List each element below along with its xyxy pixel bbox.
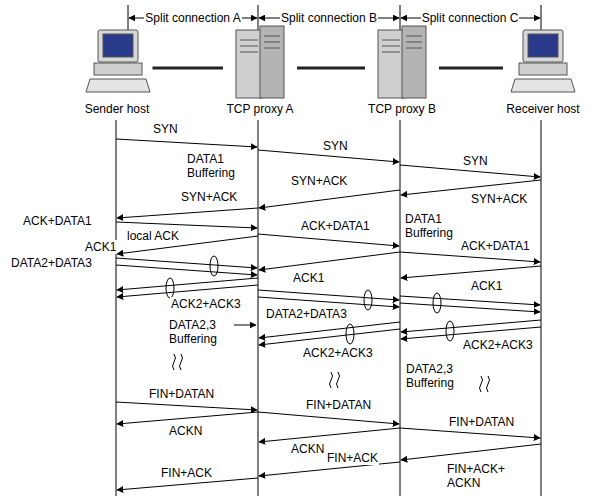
- message-label: SYN+ACK: [470, 192, 528, 206]
- message-label: DATA2+DATA3: [265, 307, 348, 321]
- host-label: Sender host: [82, 102, 153, 116]
- network-link: [153, 67, 224, 70]
- message-label: ACK1: [84, 240, 117, 254]
- message-arrow: [116, 139, 541, 490]
- message-label: FIN+ACK: [160, 466, 213, 480]
- message-label: DATA2+DATA3: [10, 256, 93, 270]
- message-label: SYN: [462, 154, 489, 168]
- message-label: ACK+DATA1: [22, 214, 93, 228]
- message-label: SYN: [152, 122, 179, 136]
- message-label: ACK2+ACK3: [462, 338, 534, 352]
- message-label: SYN+ACK: [180, 190, 238, 204]
- host-label: Receiver host: [503, 102, 583, 116]
- message-label: ACK1: [470, 279, 503, 293]
- host-node: TCP proxy B: [365, 26, 439, 116]
- message-label: SYN: [322, 139, 349, 153]
- connection-label: Split connection C: [421, 11, 520, 25]
- message-label: ACKN: [290, 442, 325, 456]
- message-label: FIN+ACK+ ACKN: [446, 462, 512, 490]
- message-label: local ACK: [126, 229, 180, 243]
- connection-label: Split connection B: [280, 11, 378, 25]
- message-label: FIN+DATAN: [305, 398, 372, 412]
- message-label: DATA1 Buffering: [404, 212, 468, 240]
- message-label: FIN+DATAN: [448, 415, 515, 429]
- connection-label: Split connection A: [144, 11, 241, 25]
- message-label: ACK2+ACK3: [170, 297, 242, 311]
- split-bracket: [128, 5, 541, 30]
- message-label: DATA2,3 Buffering: [405, 362, 469, 390]
- host-node: Receiver host: [503, 26, 583, 116]
- host-node: TCP proxy A: [223, 26, 297, 116]
- message-label: FIN+ACK: [326, 451, 379, 465]
- lifeline: [116, 120, 541, 496]
- message-label: ACK2+ACK3: [302, 346, 374, 360]
- message-label: ACKN: [168, 424, 203, 438]
- message-label: ACK+DATA1: [460, 239, 531, 253]
- network-link: [439, 67, 503, 70]
- network-link: [297, 67, 365, 70]
- server-icon: [378, 26, 426, 98]
- message-label: DATA1 Buffering: [186, 152, 250, 180]
- message-label: FIN+DATAN: [148, 387, 215, 401]
- message-label: ACK+DATA1: [300, 219, 371, 233]
- server-icon: [236, 26, 284, 98]
- host-node: Sender host: [82, 26, 153, 116]
- message-label: ACK1: [292, 271, 325, 285]
- message-label: SYN+ACK: [290, 174, 348, 188]
- message-label: DATA2,3 Buffering: [168, 318, 232, 346]
- host-label: TCP proxy A: [223, 102, 297, 116]
- host-label: TCP proxy B: [365, 102, 439, 116]
- computer-icon: [86, 30, 150, 92]
- computer-icon: [511, 30, 575, 92]
